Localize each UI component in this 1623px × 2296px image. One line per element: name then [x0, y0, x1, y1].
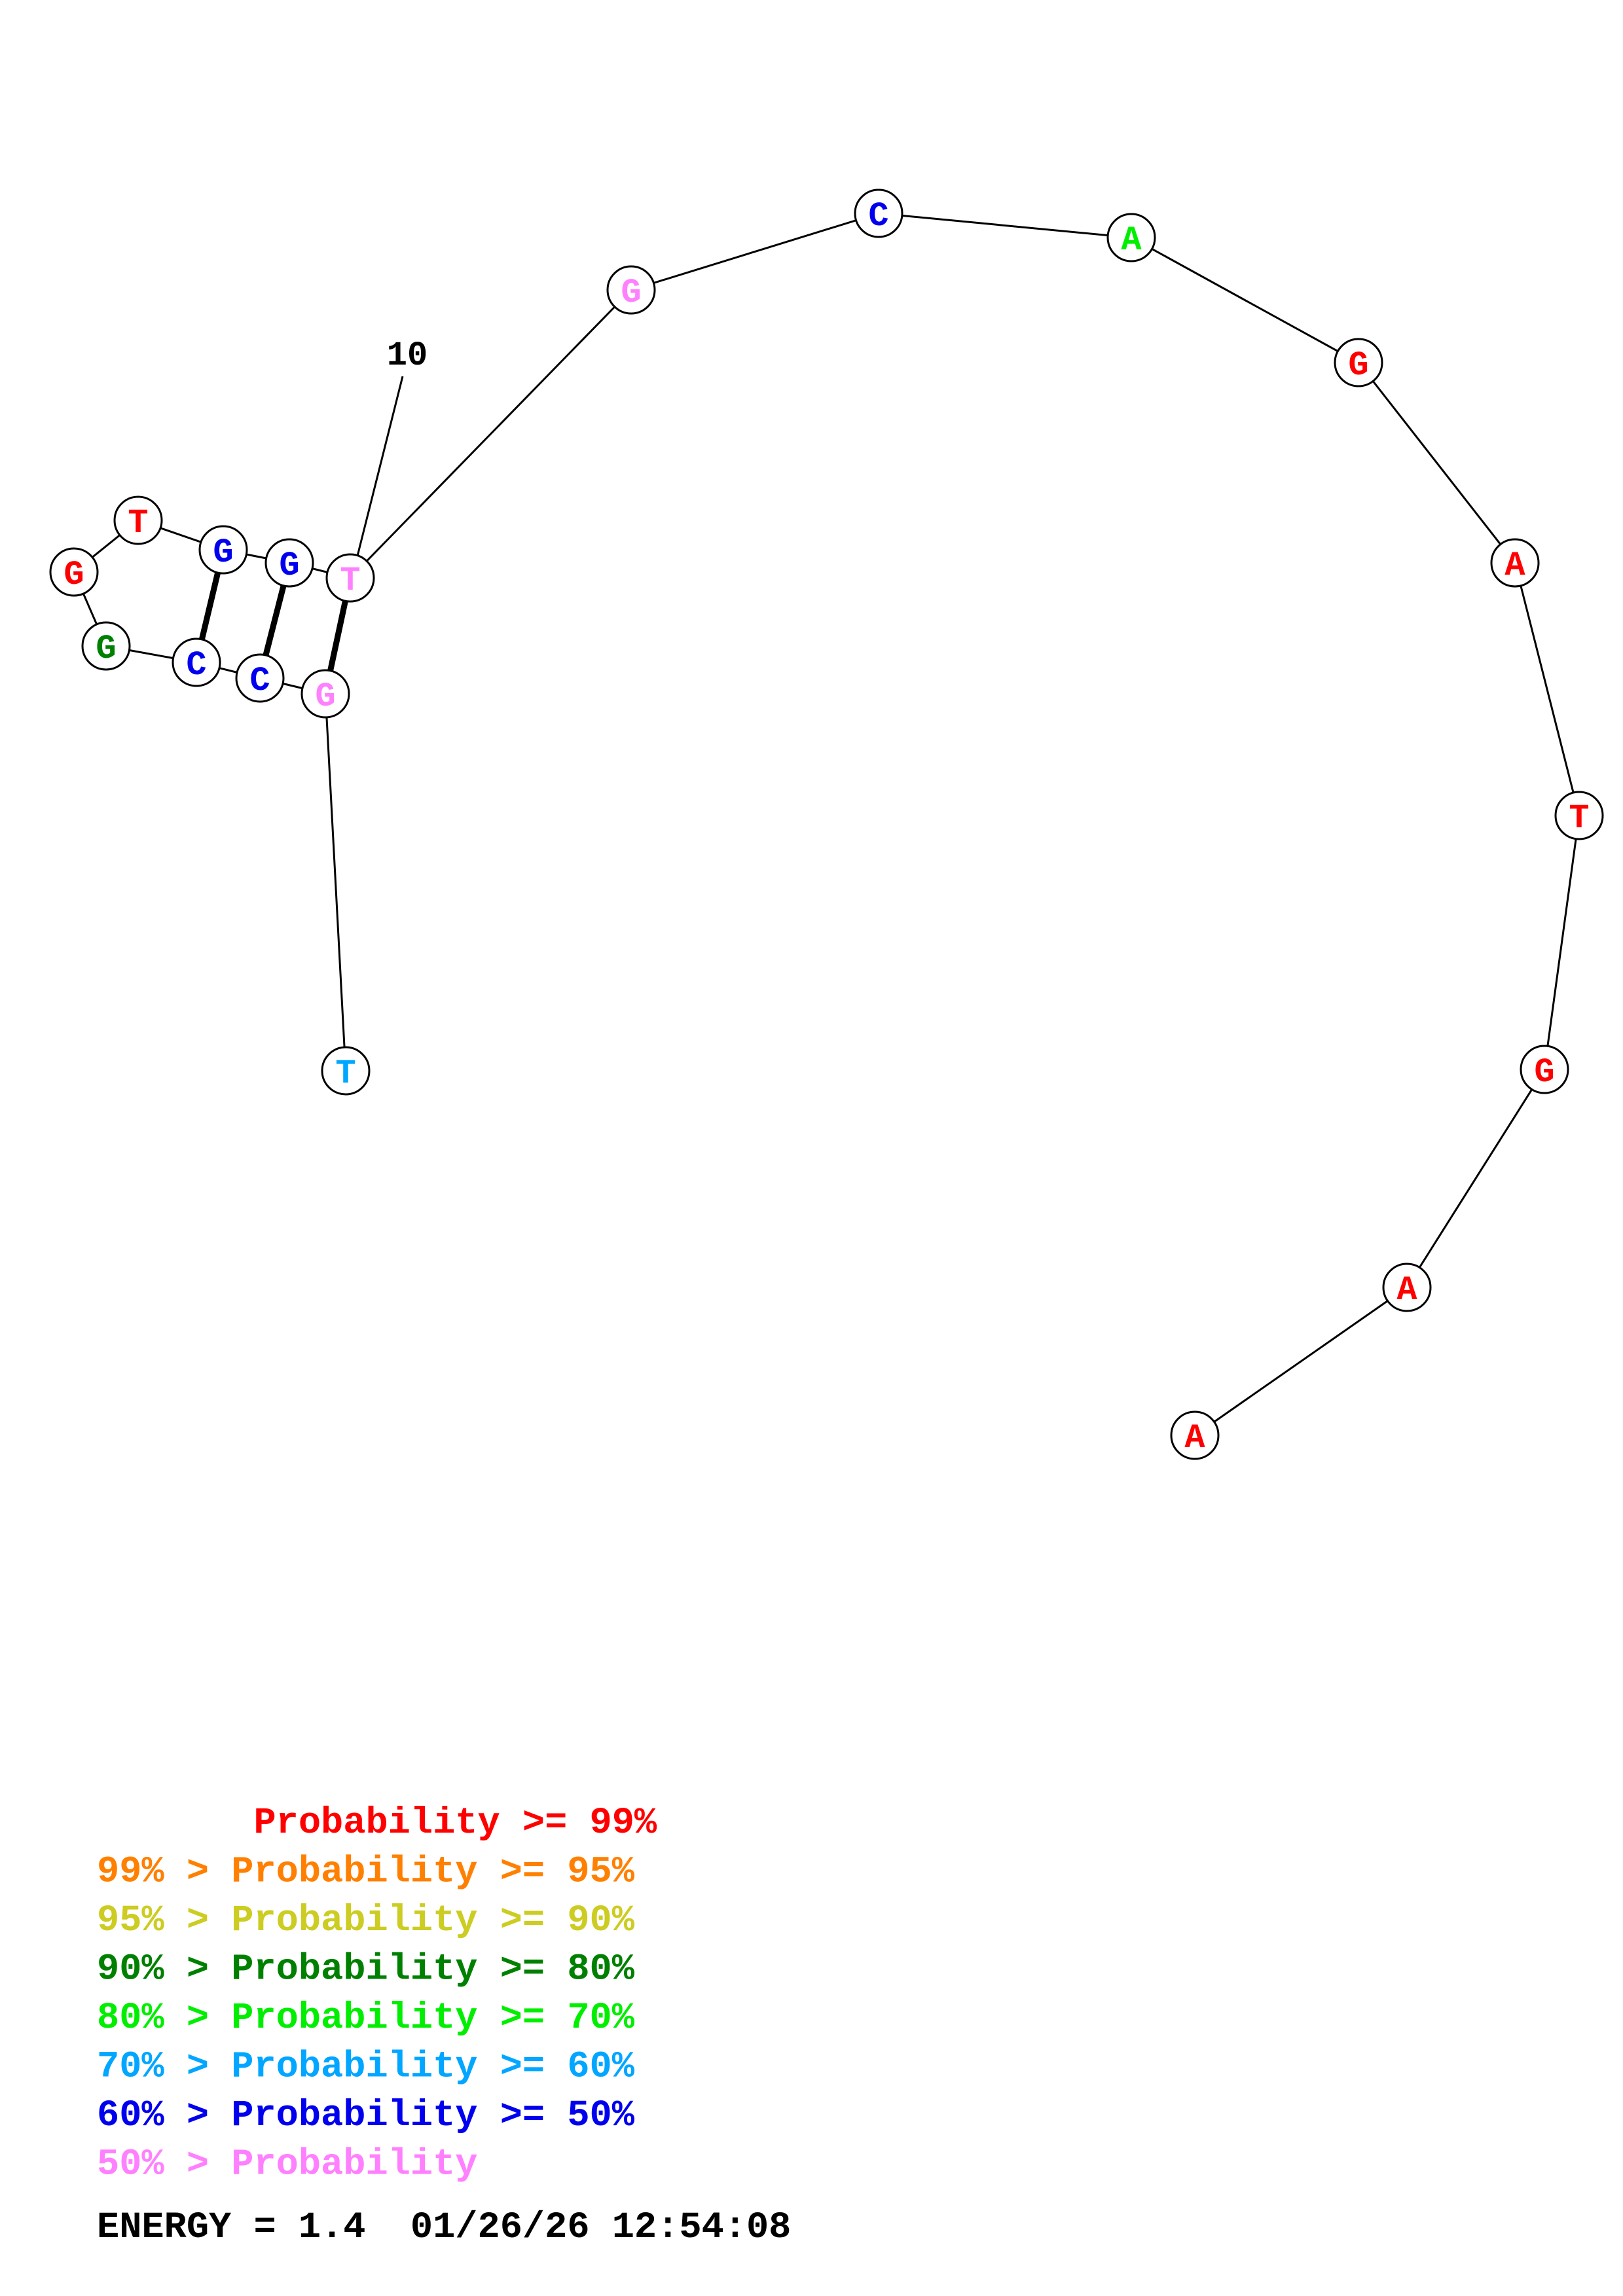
probability-legend: Probability >= 99% 99% > Probability >= 9… — [97, 1803, 657, 2186]
legend-entry: 99% > Probability >= 95% — [97, 1852, 635, 1893]
nucleotide-circle — [81, 621, 131, 671]
nucleotide-18: A — [1382, 1263, 1432, 1312]
nucleotide-circle — [1334, 338, 1383, 387]
nucleotide-circle — [1520, 1045, 1569, 1094]
nucleotide-16: T — [1554, 791, 1604, 840]
energy-footer: ENERGY = 1.4 01/26/26 12:54:08 — [97, 2207, 791, 2249]
nucleotide-9: G — [264, 538, 314, 588]
legend-entry: 60% > Probability >= 50% — [97, 2095, 635, 2137]
backbone-segment — [1406, 1069, 1546, 1288]
nucleotide-3: C — [235, 653, 285, 703]
backbone-segment — [349, 289, 632, 579]
nucleotide-letter: G — [315, 677, 335, 716]
nucleotide-1: T — [321, 1046, 371, 1096]
nucleotide-letter: A — [1396, 1271, 1417, 1310]
backbone-segment — [878, 212, 1132, 239]
nucleotide-circle — [1106, 213, 1156, 262]
backbone-segment — [630, 212, 879, 291]
nucleotide-letter: T — [128, 504, 148, 543]
position-marker: 10 — [350, 336, 428, 580]
backbone-segment — [1543, 815, 1580, 1070]
nucleotide-letter: G — [1534, 1053, 1554, 1092]
backbone-segment — [1357, 362, 1516, 564]
nucleotide-circle — [606, 265, 656, 315]
nucleotide-10: T — [325, 553, 375, 603]
nucleotide-letter: C — [249, 662, 270, 700]
nucleotide-letter: A — [1504, 547, 1525, 585]
legend-entry: 50% > Probability — [97, 2144, 478, 2186]
nucleotide-letter: G — [213, 533, 233, 572]
nucleotide-circle — [264, 538, 314, 588]
nucleotide-circle — [854, 188, 903, 238]
nucleotide-letter: G — [279, 547, 299, 585]
nucleotide-letter: G — [1348, 346, 1368, 385]
legend-entry: Probability >= 99% — [97, 1803, 657, 1844]
nucleotide-circle — [325, 553, 375, 603]
nucleotide-letter: T — [335, 1054, 356, 1093]
legend-entry: 70% > Probability >= 60% — [97, 2047, 635, 2089]
nucleotide-4: C — [172, 637, 221, 687]
nucleotide-circle — [113, 495, 163, 545]
nucleotide-8: G — [198, 525, 248, 575]
position-marker-label: 10 — [387, 336, 428, 375]
nucleotide-circle — [321, 1046, 371, 1096]
nucleotide-circle — [49, 547, 99, 597]
nucleotide-6: G — [49, 547, 99, 597]
nucleotide-letter: T — [340, 562, 360, 600]
backbone-segment — [1131, 236, 1359, 364]
position-marker-tick — [350, 376, 404, 580]
nucleotide-letter: G — [64, 556, 84, 594]
nucleotide-circle — [1382, 1263, 1432, 1312]
legend-entry: 80% > Probability >= 70% — [97, 1998, 635, 2039]
nucleotide-letter: G — [96, 630, 116, 668]
nucleotide-19: A — [1170, 1410, 1220, 1460]
nucleotide-letter: C — [186, 646, 206, 685]
nucleotide-circle — [1170, 1410, 1220, 1460]
nucleotide-letter: A — [1121, 221, 1142, 260]
backbone-segment — [1194, 1286, 1408, 1437]
nucleotide-2: G — [301, 669, 350, 719]
legend-entry: 90% > Probability >= 80% — [97, 1949, 635, 1991]
nucleotide-5: G — [81, 621, 131, 671]
nucleotide-11: G — [606, 265, 656, 315]
nucleotide-circle — [172, 637, 221, 687]
nucleotide-letter: C — [868, 197, 888, 236]
nucleotide-circle — [1554, 791, 1604, 840]
nucleotide-circle — [1490, 538, 1540, 588]
backbone-segment — [324, 693, 347, 1071]
nucleotide-7: T — [113, 495, 163, 545]
nucleotide-letter: A — [1184, 1419, 1205, 1458]
nucleotide-circle — [198, 525, 248, 575]
nucleotide-14: G — [1334, 338, 1383, 387]
nucleotide-15: A — [1490, 538, 1540, 588]
nucleotide-13: A — [1106, 213, 1156, 262]
backbone-lines — [73, 212, 1580, 1437]
backbone-segment — [1514, 562, 1580, 816]
nucleotide-12: C — [854, 188, 903, 238]
nucleotide-letter: T — [1569, 799, 1589, 838]
nucleotide-letter: G — [621, 274, 641, 312]
legend-entry: 95% > Probability >= 90% — [97, 1900, 635, 1942]
nucleotide-circle — [235, 653, 285, 703]
nucleotide-17: G — [1520, 1045, 1569, 1094]
nucleotide-circle — [301, 669, 350, 719]
